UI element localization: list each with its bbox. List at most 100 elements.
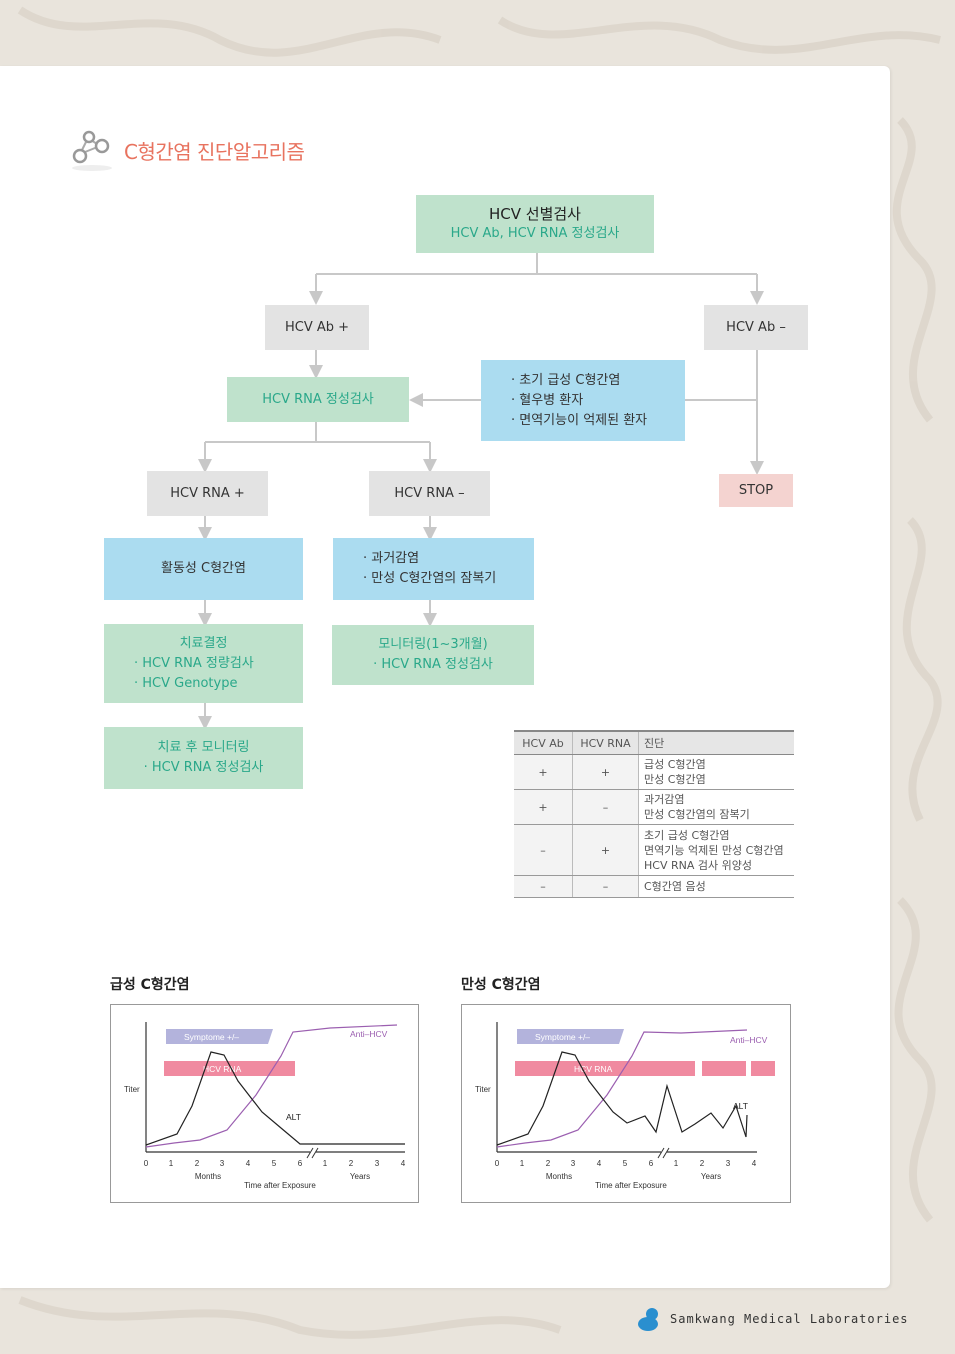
- acute-hepatitis-graph: Titer 0 1 2 3 4 5 6 1 2 3 4 Months Years…: [110, 1004, 419, 1203]
- monitoring-title: 모니터링(1~3개월): [378, 637, 488, 652]
- tick-label: 1: [520, 1159, 525, 1168]
- anti-hcv-line: [496, 1029, 748, 1148]
- graph-frame: [461, 1004, 791, 1203]
- monitoring-item: · HCV RNA 정성검사: [373, 657, 493, 672]
- dx-line: 만성 C형간염의 잠복기: [644, 808, 750, 821]
- tick-label: 3: [375, 1159, 380, 1168]
- tick-label: 1: [674, 1159, 679, 1168]
- tick-label: 4: [597, 1159, 602, 1168]
- acute-graph-title: 급성 C형간염: [110, 977, 190, 993]
- screening-test-title: HCV 선별검사: [489, 205, 581, 223]
- table-cell-ab: –: [514, 875, 573, 898]
- chronic-graph-title: 만성 C형간염: [461, 977, 541, 993]
- alt-label: ALT: [286, 1112, 301, 1122]
- tick-label: 2: [546, 1159, 551, 1168]
- company-logo-icon: [638, 1308, 658, 1331]
- treatment-item: · HCV Genotype: [134, 675, 238, 691]
- hcv-rna-negative-box: HCV RNA –: [369, 471, 490, 516]
- tick-label: 0: [495, 1159, 500, 1168]
- dx-line: 만성 C형간염: [644, 773, 706, 786]
- tick-label: 4: [246, 1159, 251, 1168]
- rna-qualitative-label: HCV RNA 정성검사: [262, 391, 374, 407]
- tick-label: 2: [195, 1159, 200, 1168]
- hcv-rna-label: HCV RNA: [203, 1064, 242, 1074]
- table-cell-ab: +: [514, 754, 573, 790]
- special-case-item: · 면역기능이 억제된 환자: [511, 412, 648, 428]
- tick-label: 3: [220, 1159, 225, 1168]
- months-label: Months: [195, 1172, 221, 1181]
- axis-break: [657, 1147, 670, 1159]
- post-treatment-title: 치료 후 모니터링: [157, 740, 250, 755]
- rna-qualitative-box: HCV RNA 정성검사: [227, 377, 409, 422]
- table-header-hcv-ab: HCV Ab: [514, 730, 573, 755]
- table-row: – – C형간염 음성: [514, 875, 794, 898]
- years-label: Years: [350, 1172, 370, 1181]
- dx-line: 면역기능 억제된 만성 C형간염: [644, 843, 784, 857]
- active-hepatitis-box: 활동성 C형간염: [104, 538, 303, 600]
- tick-label: 5: [623, 1159, 628, 1168]
- tick-label: 1: [323, 1159, 328, 1168]
- table-cell-rna: +: [572, 754, 639, 790]
- screening-test-box: HCV 선별검사 HCV Ab, HCV RNA 정성검사: [416, 195, 654, 253]
- tick-label: 0: [144, 1159, 149, 1168]
- alt-line: [145, 1051, 405, 1146]
- table-cell-rna: +: [572, 824, 639, 876]
- anti-hcv-label: Anti–HCV: [350, 1029, 388, 1039]
- axis-break: [306, 1147, 319, 1159]
- table-header-diagnosis: 진단: [638, 730, 794, 755]
- treatment-decision-title: 치료결정: [179, 635, 228, 651]
- years-label: Years: [701, 1172, 721, 1181]
- hcv-ab-negative-box: HCV Ab –: [704, 305, 808, 350]
- post-treatment-item: · HCV RNA 정성검사: [143, 760, 264, 775]
- x-axis-label: Time after Exposure: [595, 1181, 667, 1190]
- anti-hcv-label: Anti–HCV: [730, 1035, 768, 1045]
- table-header-hcv-rna: HCV RNA: [572, 730, 639, 755]
- tick-label: 2: [700, 1159, 705, 1168]
- company-name: Samkwang Medical Laboratories: [670, 1312, 909, 1326]
- dx-line: C형간염 음성: [644, 880, 706, 893]
- dx-line: HCV RNA 검사 위양성: [644, 858, 752, 872]
- months-label: Months: [546, 1172, 572, 1181]
- special-cases-box: · 초기 급성 C형간염 · 혈우병 환자 · 면역기능이 억제된 환자: [481, 360, 685, 441]
- tick-label: 4: [752, 1159, 757, 1168]
- post-treatment-box: 치료 후 모니터링 · HCV RNA 정성검사: [104, 727, 303, 789]
- alt-line: [496, 1051, 748, 1146]
- symptom-bar: [517, 1029, 624, 1044]
- past-infection-box: · 과거감염 · 만성 C형간염의 잠복기: [333, 538, 534, 600]
- titer-label: Titer: [124, 1085, 140, 1094]
- special-case-item: · 혈우병 환자: [511, 392, 584, 408]
- symptom-bar: [166, 1029, 273, 1044]
- anti-hcv-line: [145, 1024, 398, 1148]
- molecule-icon: [72, 130, 112, 171]
- dx-line: 초기 급성 C형간염: [644, 828, 730, 842]
- hcv-ab-positive-box: HCV Ab +: [265, 305, 369, 350]
- treatment-decision-box: 치료결정 · HCV RNA 정량검사 · HCV Genotype: [104, 624, 303, 703]
- monitoring-box: 모니터링(1~3개월) · HCV RNA 정성검사: [332, 625, 534, 685]
- table-header-row: HCV Ab HCV RNA 진단: [514, 730, 794, 755]
- tick-label: 5: [272, 1159, 277, 1168]
- symptom-label: Symptome +/–: [535, 1032, 590, 1042]
- tick-label: 6: [649, 1159, 654, 1168]
- tick-label: 3: [571, 1159, 576, 1168]
- chronic-hepatitis-graph: Titer 0 1 2 3 4 5 6 1 2 3 4 Months Years…: [461, 1004, 791, 1203]
- titer-label: Titer: [475, 1085, 491, 1094]
- past-infection-item: · 만성 C형간염의 잠복기: [363, 571, 497, 586]
- x-axis-label: Time after Exposure: [244, 1181, 316, 1190]
- table-cell-rna: –: [572, 875, 639, 898]
- dx-line: 급성 C형간염: [644, 758, 706, 771]
- treatment-item: · HCV RNA 정량검사: [134, 655, 254, 671]
- table-cell-ab: +: [514, 789, 573, 825]
- hcv-rna-label: HCV RNA: [574, 1064, 613, 1074]
- symptom-label: Symptome +/–: [184, 1032, 239, 1042]
- table-cell-ab: –: [514, 824, 573, 876]
- hcv-rna-bar: [702, 1061, 746, 1076]
